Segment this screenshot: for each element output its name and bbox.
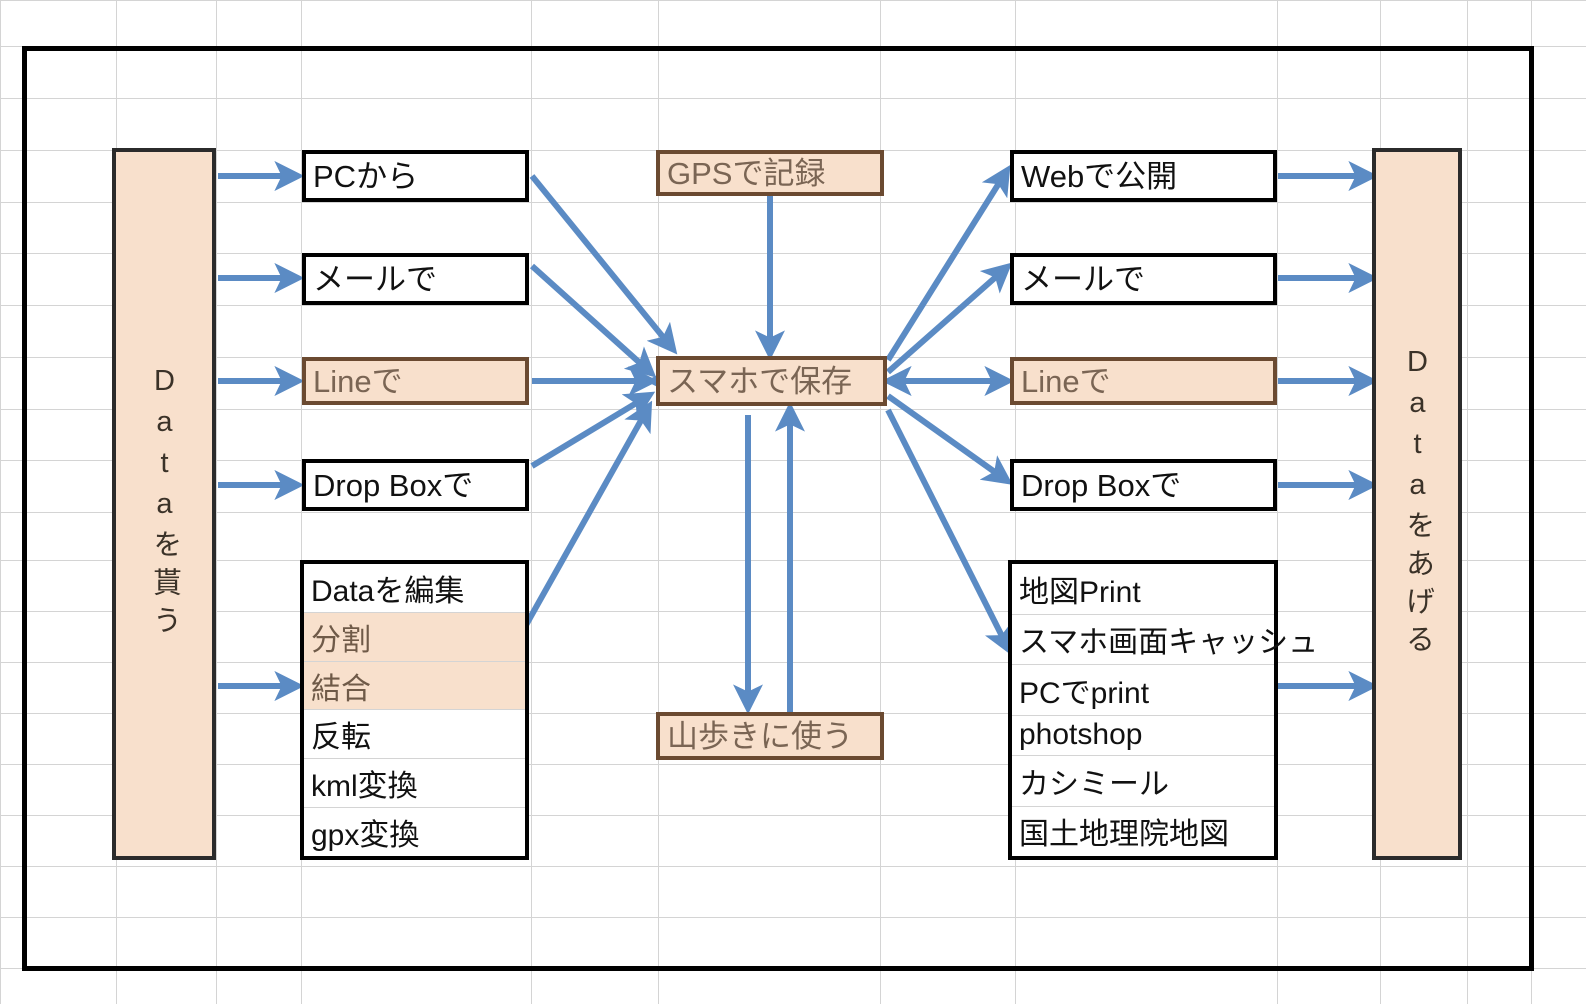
left-panel-label: Dataを貰う: [148, 365, 181, 643]
list-item-label: 国土地理院地図: [1019, 818, 1229, 852]
output-list-box[interactable]: 地図Print スマホ画面キャッシュ PCでprint photshop カシミ…: [1008, 560, 1318, 860]
list-item-label: PCでprint: [1019, 676, 1150, 710]
list-item[interactable]: kml変換: [304, 759, 525, 809]
left-panel: Dataを貰う: [112, 148, 216, 860]
right-panel-label: Dataをあげる: [1401, 346, 1434, 662]
list-item-label: 地図Print: [1019, 575, 1141, 609]
node-label: Lineで: [313, 363, 403, 399]
node-pc-from[interactable]: PCから: [302, 150, 529, 202]
node-label: Webで公開: [1021, 158, 1178, 194]
node-line-left[interactable]: Lineで: [302, 357, 529, 405]
list-item[interactable]: 結合: [304, 661, 525, 711]
node-label: PCから: [313, 158, 419, 194]
list-item-label: カシミール: [1019, 767, 1169, 801]
node-dropbox-left[interactable]: Drop Boxで: [302, 459, 529, 511]
node-hub-smartphone-save[interactable]: スマホで保存: [656, 356, 887, 406]
node-gps-record[interactable]: GPSで記録: [656, 150, 884, 196]
list-item-label: スマホ画面キャッシュ: [1019, 626, 1319, 660]
list-item-label: photshop: [1019, 718, 1143, 752]
node-label: メールで: [313, 261, 437, 297]
list-item[interactable]: gpx変換: [304, 808, 525, 856]
node-label: Lineで: [1021, 363, 1111, 399]
node-mail-right[interactable]: メールで: [1010, 253, 1277, 305]
list-item[interactable]: photshop: [1012, 716, 1274, 756]
list-item-label: 分割: [311, 623, 371, 657]
node-web-publish[interactable]: Webで公開: [1010, 150, 1277, 202]
node-label: 山歩きに使う: [667, 718, 853, 754]
list-item-label: Dataを編集: [311, 574, 465, 608]
node-label: Drop Boxで: [313, 467, 474, 503]
node-label: Drop Boxで: [1021, 467, 1182, 503]
node-line-right[interactable]: Lineで: [1010, 357, 1277, 405]
list-item-label: 反転: [311, 721, 371, 755]
list-item[interactable]: 分割: [304, 612, 525, 662]
right-panel: Dataをあげる: [1372, 148, 1462, 860]
node-label: GPSで記録: [667, 155, 826, 191]
node-mail-left[interactable]: メールで: [302, 253, 529, 305]
list-item-label: kml変換: [311, 770, 418, 804]
edit-list-box[interactable]: Dataを編集 分割 結合 反転 kml変換 gpx変換: [300, 560, 529, 860]
node-hiking-use[interactable]: 山歩きに使う: [656, 712, 884, 760]
node-dropbox-right[interactable]: Drop Boxで: [1010, 459, 1277, 511]
list-item[interactable]: スマホ画面キャッシュ: [1012, 615, 1318, 665]
list-item[interactable]: 地図Print: [1012, 564, 1274, 615]
node-label: メールで: [1021, 261, 1145, 297]
diagram-outer-frame: [22, 46, 1534, 971]
list-item[interactable]: PCでprint: [1012, 665, 1274, 716]
list-item-label: 結合: [311, 672, 371, 706]
list-item[interactable]: 国土地理院地図: [1012, 807, 1274, 857]
node-label: スマホで保存: [667, 363, 853, 399]
list-item[interactable]: カシミール: [1012, 756, 1274, 807]
list-item-label: gpx変換: [311, 819, 420, 853]
list-item[interactable]: Dataを編集: [304, 564, 525, 613]
list-item[interactable]: 反転: [304, 710, 525, 760]
